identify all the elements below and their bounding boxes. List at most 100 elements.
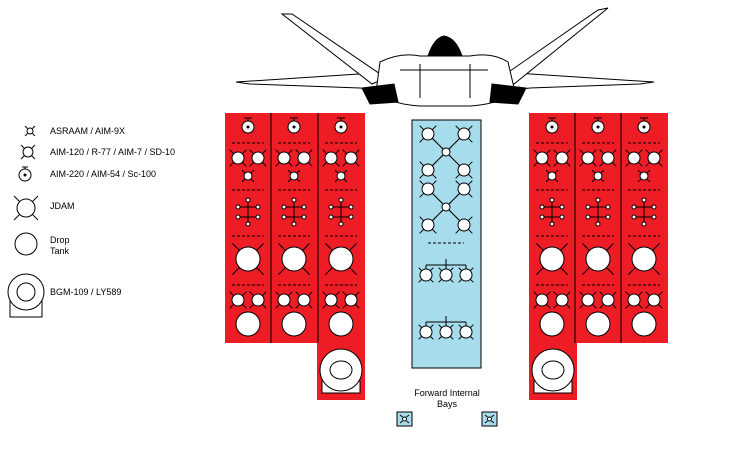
right-tail-fin bbox=[498, 7, 609, 85]
jdam-icon bbox=[278, 243, 310, 275]
medium-missile-icon bbox=[419, 125, 437, 143]
left-intake bbox=[361, 83, 399, 105]
medium-missile-icon bbox=[295, 291, 313, 309]
internal-bay-weapon-stations bbox=[418, 125, 474, 340]
drop-tank-icon bbox=[14, 232, 38, 256]
medium-missile-icon bbox=[553, 149, 571, 167]
medium-missile-icon bbox=[418, 324, 434, 340]
small-missile-icon bbox=[591, 169, 605, 183]
left-wing-bay bbox=[225, 113, 365, 343]
medium-missile-icon bbox=[455, 161, 473, 179]
drop-tank-icon bbox=[631, 311, 657, 337]
cruise-missile-icon bbox=[7, 273, 45, 318]
drop-tank-icon bbox=[328, 311, 354, 337]
jdam-icon bbox=[628, 243, 660, 275]
jdam-rack-icon bbox=[539, 197, 565, 227]
left-cruise-missile bbox=[319, 348, 363, 394]
medium-missile-icon bbox=[20, 144, 36, 160]
jdam-rack-icon bbox=[235, 197, 261, 227]
medium-missile-icon bbox=[295, 149, 313, 167]
jdam-rack-icon bbox=[585, 197, 611, 227]
legend-label-asraam: ASRAAM / AIM-9X bbox=[50, 126, 125, 136]
legend-label-jdam: JDAM bbox=[50, 201, 75, 211]
medium-missile-icon bbox=[579, 291, 597, 309]
right-wing-bay bbox=[529, 113, 668, 343]
medium-missile-icon bbox=[342, 149, 360, 167]
medium-missile-icon bbox=[579, 149, 597, 167]
legend-label-bgm109: BGM-109 / LY589 bbox=[50, 287, 121, 297]
large-missile-icon bbox=[18, 166, 32, 182]
internal-bay-caption-line2: Bays bbox=[437, 399, 458, 409]
medium-missile-icon bbox=[553, 291, 571, 309]
medium-missile-icon bbox=[419, 216, 437, 234]
medium-missile-icon bbox=[419, 180, 437, 198]
triple-rack bbox=[425, 316, 467, 326]
small-missile-icon bbox=[439, 200, 453, 214]
large-missile-icon bbox=[591, 117, 605, 134]
medium-missile-icon bbox=[599, 291, 617, 309]
medium-missile-icon bbox=[455, 216, 473, 234]
large-missile-icon bbox=[334, 117, 348, 134]
large-missile-icon bbox=[637, 117, 651, 134]
jdam-icon bbox=[536, 243, 568, 275]
medium-missile-icon bbox=[645, 291, 663, 309]
drop-tank-icon bbox=[585, 311, 611, 337]
small-missile-icon bbox=[545, 169, 559, 183]
small-missile-icon bbox=[334, 169, 348, 183]
medium-missile-icon bbox=[249, 149, 267, 167]
jdam-icon bbox=[232, 243, 264, 275]
medium-missile-icon bbox=[458, 267, 474, 283]
aircraft-front-view bbox=[235, 7, 655, 107]
small-missile-icon bbox=[24, 125, 36, 137]
drop-tank-icon bbox=[539, 311, 565, 337]
triple-rack bbox=[425, 259, 467, 269]
medium-missile-icon bbox=[322, 291, 340, 309]
medium-missile-icon bbox=[645, 149, 663, 167]
jdam-icon bbox=[582, 243, 614, 275]
large-missile-icon bbox=[241, 117, 255, 134]
medium-missile-icon bbox=[419, 161, 437, 179]
right-cruise-missile bbox=[531, 348, 575, 394]
medium-missile-icon bbox=[599, 149, 617, 167]
large-missile-icon bbox=[287, 117, 301, 134]
medium-missile-icon bbox=[625, 149, 643, 167]
legend-label-drop: Drop bbox=[50, 235, 70, 245]
jdam-icon bbox=[13, 195, 39, 221]
medium-missile-icon bbox=[455, 125, 473, 143]
medium-missile-icon bbox=[322, 149, 340, 167]
medium-missile-icon bbox=[533, 291, 551, 309]
legend-label-aim120: AIM-120 / R-77 / AIM-7 / SD-10 bbox=[50, 147, 175, 157]
small-missile-icon bbox=[439, 145, 453, 159]
medium-missile-icon bbox=[455, 180, 473, 198]
small-missile-icon bbox=[241, 169, 255, 183]
legend: ASRAAM / AIM-9X AIM-120 / R-77 / AIM-7 /… bbox=[7, 125, 175, 318]
jdam-rack-icon bbox=[631, 197, 657, 227]
drop-tank-icon bbox=[235, 311, 261, 337]
legend-label-tank: Tank bbox=[50, 246, 70, 256]
medium-missile-icon bbox=[418, 267, 434, 283]
medium-missile-icon bbox=[438, 267, 454, 283]
wing-weapon-stations bbox=[229, 117, 663, 337]
medium-missile-icon bbox=[229, 149, 247, 167]
canopy bbox=[427, 35, 463, 57]
internal-bay-caption-line1: Forward Internal bbox=[414, 388, 480, 398]
medium-missile-icon bbox=[229, 291, 247, 309]
medium-missile-icon bbox=[275, 291, 293, 309]
jdam-rack-icon bbox=[281, 197, 307, 227]
jdam-icon bbox=[325, 243, 357, 275]
medium-missile-icon bbox=[275, 149, 293, 167]
jdam-rack-icon bbox=[328, 197, 354, 227]
right-side-bay bbox=[481, 411, 498, 427]
small-missile-icon bbox=[637, 169, 651, 183]
drop-tank-icon bbox=[281, 311, 307, 337]
right-intake bbox=[489, 83, 527, 105]
column-dividers bbox=[270, 113, 622, 343]
medium-missile-icon bbox=[625, 291, 643, 309]
medium-missile-icon bbox=[438, 324, 454, 340]
medium-missile-icon bbox=[249, 291, 267, 309]
medium-missile-icon bbox=[342, 291, 360, 309]
left-side-bay bbox=[396, 411, 413, 427]
legend-label-aim220: AIM-220 / AIM-54 / Sc-100 bbox=[50, 169, 156, 179]
medium-missile-icon bbox=[533, 149, 551, 167]
